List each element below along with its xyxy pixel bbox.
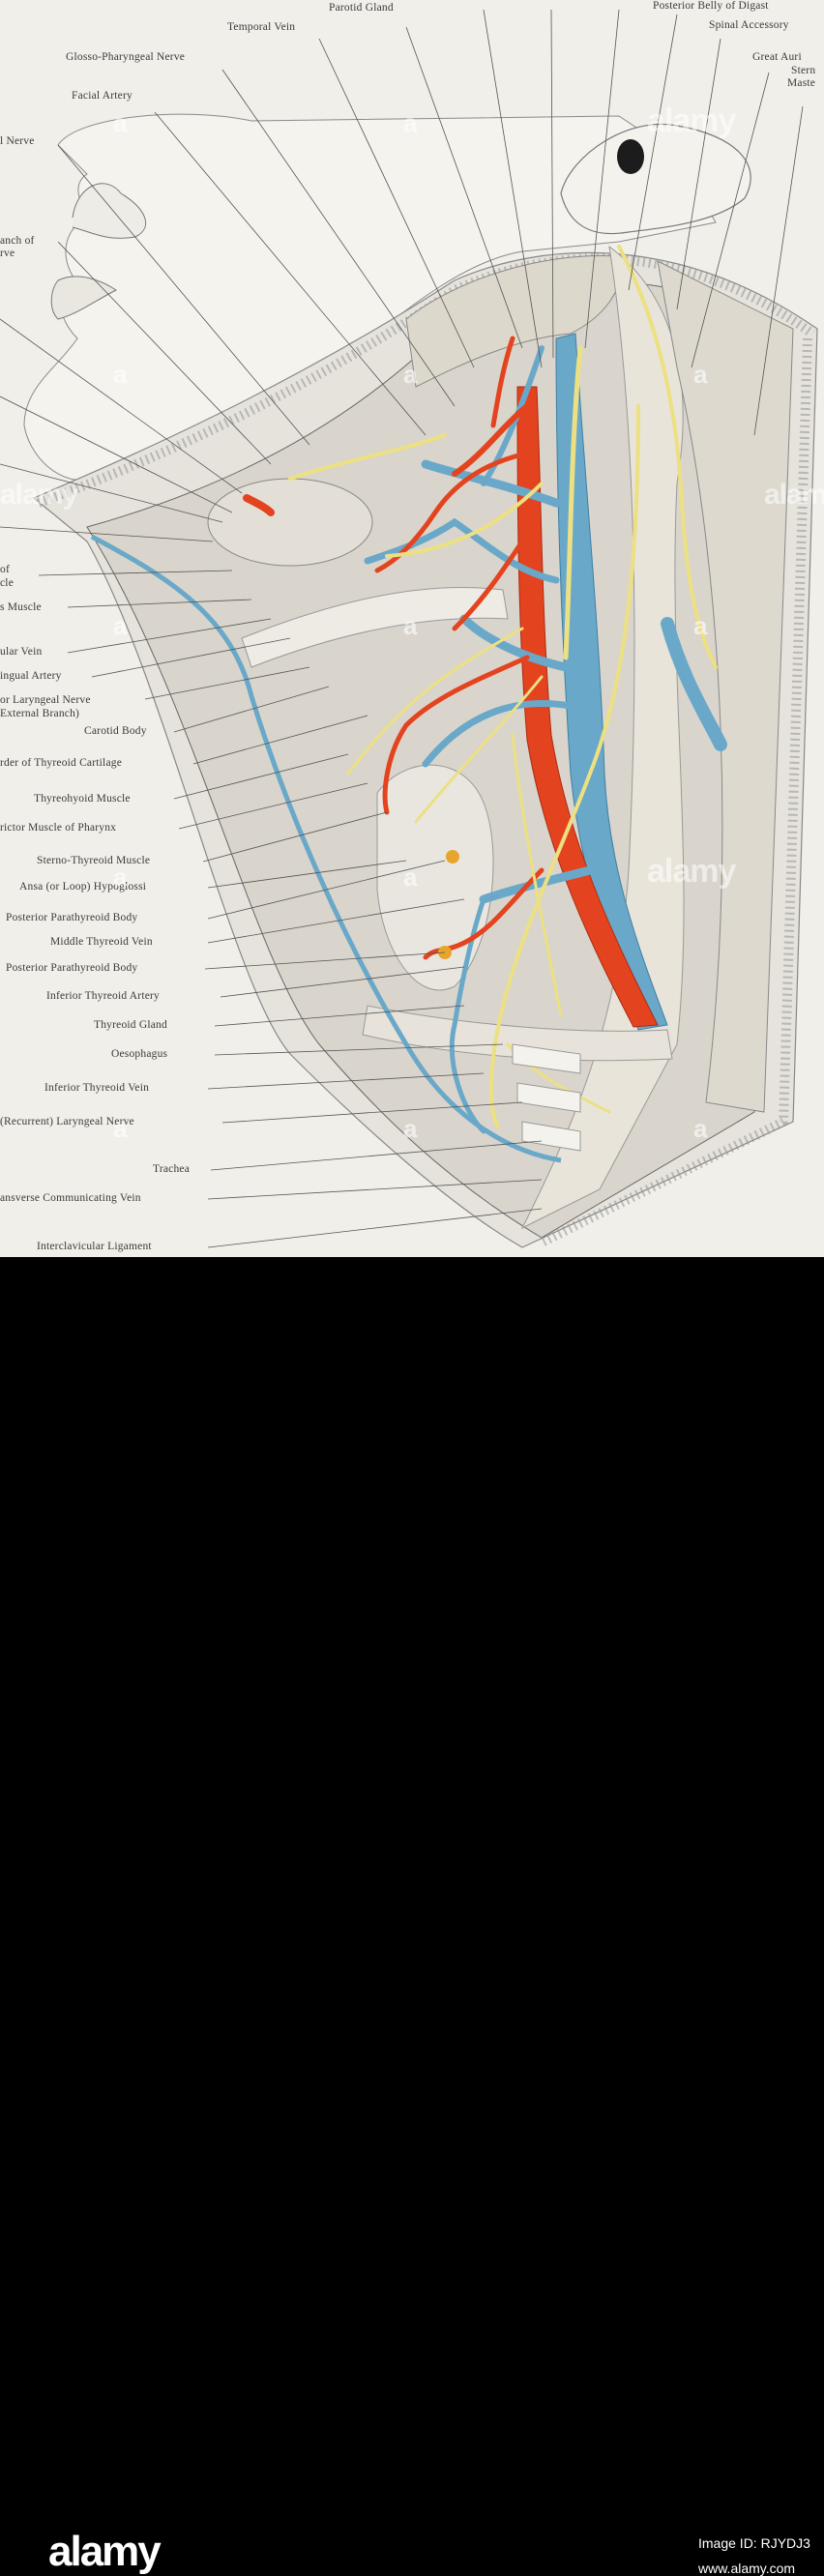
label-recurrent-laryngeal-nerve: (Recurrent) Laryngeal Nerve	[0, 1116, 134, 1127]
ear	[560, 123, 751, 235]
label-of: of	[0, 564, 10, 575]
label-glosso-pharyngeal-nerve: Glosso-Pharyngeal Nerve	[66, 51, 186, 63]
anterior-jugular-vein	[90, 534, 562, 1163]
label-thyreohyoid-muscle: Thyreohyoid Muscle	[34, 793, 131, 805]
watermark-letter: a	[403, 863, 418, 892]
watermark-letter: a	[403, 108, 418, 137]
skin-margin-right	[539, 337, 812, 1247]
watermark-logo: alamy	[0, 479, 78, 511]
label-constrictor-muscle-pharynx: rictor Muscle of Pharynx	[0, 822, 117, 834]
watermark-letter: a	[693, 611, 708, 640]
label-external-branch: External Branch)	[0, 708, 80, 719]
omohyoid-muscle	[241, 586, 509, 668]
alamy-logo[interactable]: alamy	[48, 2528, 162, 2575]
label-posterior-parathyreoid-body-2: Posterior Parathyreoid Body	[6, 962, 138, 974]
label-nerve-1: l Nerve	[0, 135, 35, 147]
watermark-letter: a	[693, 360, 708, 389]
watermark-letter: a	[113, 360, 128, 389]
site-url[interactable]: www.alamy.com	[698, 2561, 796, 2576]
watermark-logo: alamy	[764, 479, 824, 511]
watermark-letter: a	[113, 611, 128, 640]
watermark-letter: a	[113, 863, 128, 892]
image-id: Image ID: RJYDJ3	[698, 2535, 810, 2551]
trachea-rings	[512, 1043, 581, 1152]
label-lingual-artery: ingual Artery	[0, 670, 62, 682]
arterial-branches	[243, 336, 544, 960]
label-facial-artery: Facial Artery	[72, 90, 132, 102]
label-spinal-accessory: Spinal Accessory	[709, 19, 789, 31]
label-trachea: Trachea	[153, 1163, 191, 1175]
label-great-auricular: Great Auri	[752, 51, 802, 63]
venous-tributaries	[364, 345, 595, 1134]
label-border-thyreoid-cartilage: rder of Thyreoid Cartilage	[0, 757, 123, 769]
skin-margin	[37, 253, 815, 508]
watermark-letter: a	[403, 360, 418, 389]
watermark-letter: a	[693, 1114, 708, 1143]
ear-canal	[617, 139, 644, 174]
label-posterior-belly-digastric: Posterior Belly of Digast	[653, 0, 769, 12]
watermark-logo: alamy	[647, 853, 736, 890]
label-temporal-vein: Temporal Vein	[227, 21, 296, 33]
label-parotid-gland: Parotid Gland	[329, 2, 394, 14]
watermark-letter: a	[113, 1114, 128, 1143]
watermark-logo: alamy	[647, 102, 736, 139]
nose	[72, 183, 147, 239]
watermark-letter: a	[403, 611, 418, 640]
watermark-letter: a	[403, 1114, 418, 1143]
anatomy-plate: Parotid Gland Temporal Vein Glosso-Phary…	[0, 0, 824, 1257]
label-middle-thyreoid-vein: Middle Thyreoid Vein	[50, 936, 153, 948]
neck-dissection-illustration	[0, 9, 818, 1248]
label-carotid-body: Carotid Body	[84, 725, 147, 737]
label-nerve-2: rve	[0, 248, 15, 259]
parathyroid-body-upper	[446, 850, 459, 864]
label-transverse-communicating-vein: ansverse Communicating Vein	[0, 1192, 141, 1204]
label-mastoid: Maste	[787, 77, 816, 89]
leader-lines	[0, 9, 804, 1248]
footer-bar: alamy Image ID: RJYDJ3 www.alamy.com	[0, 1257, 824, 2576]
label-sterno: Stern	[791, 65, 816, 76]
label-sterno-thyreoid-muscle: Sterno-Thyreoid Muscle	[37, 855, 151, 866]
label-ansa-hypoglossi: Ansa (or Loop) Hypoglossi	[19, 881, 147, 893]
label-branch-of: anch of	[0, 235, 35, 247]
lips	[50, 276, 117, 320]
label-thyreoid-gland: Thyreoid Gland	[94, 1019, 167, 1031]
label-superior-laryngeal-nerve: or Laryngeal Nerve	[0, 694, 91, 706]
posterior-muscle	[657, 260, 794, 1113]
label-s-muscle: s Muscle	[0, 601, 42, 613]
label-jugular-vein: ular Vein	[0, 646, 43, 658]
label-oesophagus: Oesophagus	[111, 1048, 168, 1060]
label-muscle: cle	[0, 577, 15, 589]
submandibular-gland	[207, 478, 373, 567]
watermark-letter: a	[113, 108, 128, 137]
external-jugular-vein	[661, 617, 727, 751]
label-inferior-thyreoid-vein: Inferior Thyreoid Vein	[44, 1082, 150, 1094]
internal-jugular-vein	[555, 333, 668, 1031]
label-inferior-thyreoid-artery: Inferior Thyreoid Artery	[46, 990, 160, 1002]
label-posterior-parathyreoid-body-1: Posterior Parathyreoid Body	[6, 912, 138, 923]
parotid-gland	[405, 254, 622, 388]
thyroid-gland	[376, 764, 494, 991]
label-interclavicular-ligament: Interclavicular Ligament	[37, 1241, 152, 1252]
